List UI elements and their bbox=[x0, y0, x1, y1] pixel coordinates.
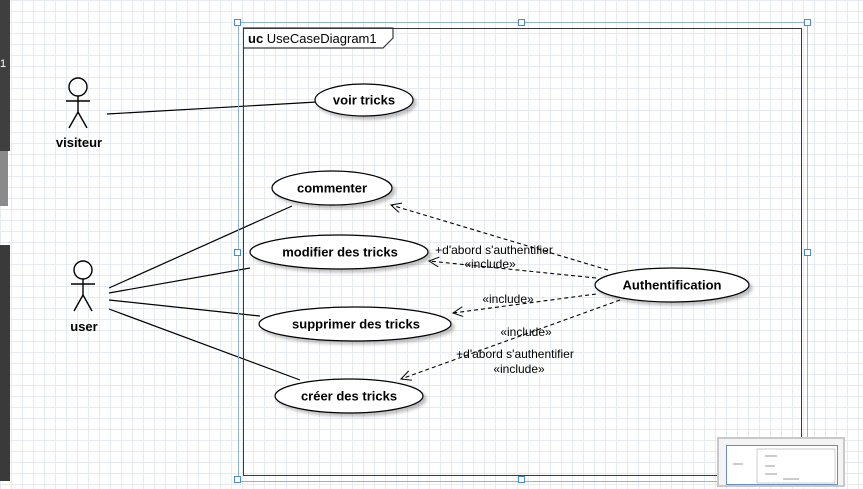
use-case-label-commenter: commenter bbox=[296, 180, 368, 196]
use-case-label-creer-des-tricks: créer des tricks bbox=[300, 388, 398, 404]
use-case-commenter[interactable] bbox=[271, 170, 393, 206]
association-visiteur-voir[interactable] bbox=[106, 101, 318, 115]
include-auth-commenter[interactable] bbox=[391, 205, 609, 271]
actor-name-user: user bbox=[70, 319, 98, 334]
use-case-label-authentification: Authentification bbox=[622, 277, 722, 293]
actor-visiteur[interactable] bbox=[66, 77, 90, 129]
use-case-supprimer-des-tricks[interactable] bbox=[258, 306, 452, 342]
resize-handle-bottom[interactable] bbox=[518, 476, 525, 483]
resize-handle-top-right[interactable] bbox=[804, 19, 811, 26]
association-user-commenter[interactable] bbox=[108, 205, 293, 289]
include-auth-creer[interactable] bbox=[401, 299, 621, 379]
edge-stereotype-creer-top: «include» bbox=[500, 325, 552, 339]
use-case-label-modifier-des-tricks: modifier des tricks bbox=[282, 244, 398, 260]
resize-handle-top[interactable] bbox=[518, 19, 525, 26]
actor-user[interactable] bbox=[71, 260, 95, 312]
edge-stereotype-creer: «include» bbox=[493, 362, 545, 376]
resize-handle-left[interactable] bbox=[234, 249, 241, 256]
use-case-authentification[interactable] bbox=[594, 267, 750, 303]
association-user-modifier[interactable] bbox=[108, 267, 251, 294]
association-user-creer[interactable] bbox=[108, 308, 301, 381]
include-auth-supprimer[interactable] bbox=[453, 293, 597, 313]
frame-keyword: uc bbox=[248, 31, 264, 46]
resize-handle-bottom-left[interactable] bbox=[234, 476, 241, 483]
use-case-modifier-des-tricks[interactable] bbox=[249, 234, 429, 270]
use-case-label-voir-tricks: voir tricks bbox=[332, 92, 396, 108]
left-panel-lower bbox=[0, 245, 10, 481]
left-panel bbox=[0, 0, 10, 151]
edge-stereotype-supprimer: «include» bbox=[482, 292, 534, 306]
use-case-voir-tricks[interactable] bbox=[314, 83, 414, 117]
association-user-supprimer[interactable] bbox=[108, 299, 261, 317]
overview-minimap[interactable] bbox=[717, 437, 845, 487]
frame-title: uc UseCaseDiagram1 bbox=[248, 31, 377, 46]
edge-note-modifier: +d'abord s'authentifier bbox=[435, 243, 553, 257]
edge-stereotype-modifier: «include» bbox=[464, 257, 516, 271]
resize-handle-right[interactable] bbox=[804, 249, 811, 256]
minimap-viewport[interactable] bbox=[726, 445, 838, 485]
resize-handle-top-left[interactable] bbox=[234, 19, 241, 26]
minimap-preview bbox=[733, 448, 836, 484]
edge-note-creer: +d'abord s'authentifier bbox=[456, 347, 574, 361]
use-case-label-supprimer-des-tricks: supprimer des tricks bbox=[292, 316, 420, 332]
use-case-creer-des-tricks[interactable] bbox=[274, 378, 424, 414]
frame-name: UseCaseDiagram1 bbox=[266, 31, 377, 46]
left-panel-fragment-text: 1 bbox=[0, 58, 7, 70]
left-panel-divider bbox=[0, 151, 8, 206]
actor-name-visiteur: visiteur bbox=[55, 135, 103, 150]
